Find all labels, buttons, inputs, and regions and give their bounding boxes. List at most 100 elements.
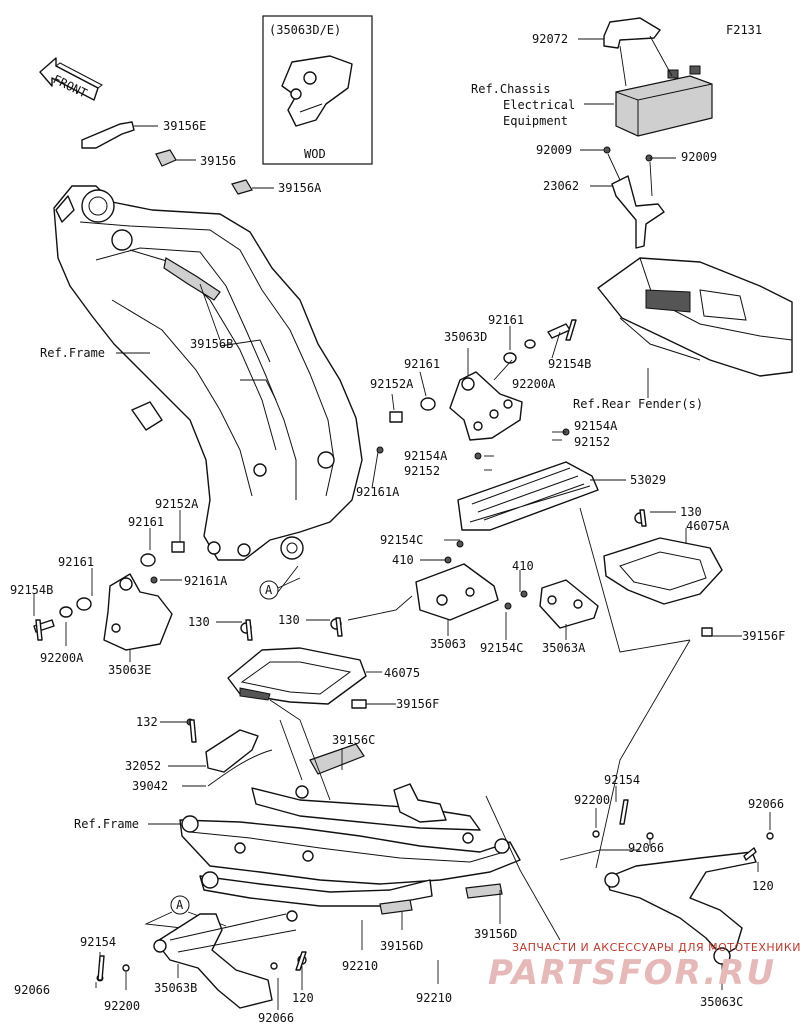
label-35063D: 35063D: [444, 330, 487, 344]
callout-a-upper: A: [259, 565, 301, 600]
label-130-l1: 130: [188, 615, 210, 629]
label-ref-frame-lower: Ref.Frame: [74, 817, 139, 831]
label-130-l2: 130: [278, 613, 300, 627]
label-ref-chassis-1: Ref.Chassis: [471, 82, 550, 96]
label-ref-rear-fender: Ref.Rear Fender(s): [573, 397, 703, 411]
main-frame: [53, 185, 363, 561]
label-92009-right: 92009: [681, 150, 717, 164]
label-92154A-top: 92154A: [574, 419, 618, 433]
label-ref-frame-upper: Ref.Frame: [40, 346, 105, 360]
label-39156: 39156: [200, 154, 236, 168]
label-92161-left2: 92161: [58, 555, 94, 569]
label-410-right: 410: [512, 559, 534, 573]
battery-case: [603, 17, 713, 137]
label-39156A: 39156A: [278, 181, 322, 195]
leader-lines: [33, 38, 771, 1010]
label-23062: 23062: [543, 179, 579, 193]
label-ref-chassis-2: Electrical: [503, 98, 575, 112]
label-92161-top: 92161: [488, 313, 524, 327]
label-92200A-left: 92200A: [40, 651, 84, 665]
part-39156-shape: [155, 149, 177, 167]
label-92154B-right: 92154B: [548, 357, 591, 371]
svg-text:A: A: [176, 898, 184, 912]
label-92161-left1: 92161: [128, 515, 164, 529]
label-410-left: 410: [392, 553, 414, 567]
label-92154C-top: 92154C: [380, 533, 423, 547]
label-92066-right1: 92066: [748, 797, 784, 811]
bracket-35063D: [376, 323, 571, 454]
label-92161A-mid: 92161A: [356, 485, 400, 499]
label-92066-left: 92066: [14, 983, 50, 997]
heel-guard-46075: [227, 618, 367, 709]
label-35063C: 35063C: [700, 995, 743, 1009]
heel-guard-46075A: [603, 512, 723, 637]
part-39156E-shape: [81, 121, 135, 149]
label-35063A: 35063A: [542, 641, 586, 655]
label-92154-right: 92154: [604, 773, 640, 787]
label-39156F-mid: 39156F: [396, 697, 439, 711]
part-39156B-shape: [163, 257, 221, 301]
part-39156A-shape: [231, 179, 253, 195]
label-130-right: 130: [680, 505, 702, 519]
watermark-line2: PARTSFOR.RU: [488, 953, 776, 993]
label-92161A-left: 92161A: [184, 574, 228, 588]
bracket-35063C: [592, 830, 774, 965]
bolt-icons: [35, 319, 757, 981]
bracket-32052: [186, 718, 273, 787]
label-92154B-left: 92154B: [10, 583, 53, 597]
figure-code: F2131: [726, 23, 762, 37]
callout-a-lower: A: [144, 895, 227, 931]
step-53029: [457, 428, 599, 531]
front-arrow-icon: FRONT: [39, 57, 103, 101]
label-92152A-mid: 92152A: [370, 377, 414, 391]
label-35063B: 35063B: [154, 981, 197, 995]
label-92200A-right: 92200A: [512, 377, 556, 391]
label-120-left: 120: [292, 991, 314, 1005]
label-39156C: 39156C: [332, 733, 375, 747]
svg-text:A: A: [265, 583, 273, 597]
bracket-23062: [603, 146, 665, 249]
bracket-35063B: [96, 910, 307, 1009]
label-92009-left: 92009: [536, 143, 572, 157]
label-92072: 92072: [532, 32, 568, 46]
bracket-35063A: [504, 579, 599, 629]
label-92152A-left: 92152A: [155, 497, 199, 511]
label-92154C-mid: 92154C: [480, 641, 523, 655]
label-92200-left: 92200: [104, 999, 140, 1013]
label-46075A: 46075A: [686, 519, 730, 533]
label-92066-bot: 92066: [258, 1011, 294, 1025]
sub-frame: [179, 743, 521, 915]
label-39156D-right: 39156D: [474, 927, 517, 941]
bracket-35063: [415, 540, 499, 621]
label-92154-left: 92154: [80, 935, 116, 949]
labels: 39156E 39156 39156A 39156B Ref.Frame 920…: [10, 32, 785, 1025]
label-39156B: 39156B: [190, 337, 233, 351]
label-ref-chassis-3: Equipment: [503, 114, 568, 128]
label-92066-right2: 92066: [628, 841, 664, 855]
inset-box: (35063D/E) WOD: [262, 15, 373, 165]
label-39042: 39042: [132, 779, 168, 793]
watermark-line1: ЗАПЧАСТИ И АКСЕССУАРЫ ДЛЯ МОТОТЕХНИКИ: [512, 941, 800, 954]
label-39156E: 39156E: [163, 119, 206, 133]
label-35063E: 35063E: [108, 663, 151, 677]
label-92154A-mid: 92154A: [404, 449, 448, 463]
label-35063: 35063: [430, 637, 466, 651]
label-46075: 46075: [384, 666, 420, 680]
label-39156D-mid: 39156D: [380, 939, 423, 953]
label-32052: 32052: [125, 759, 161, 773]
label-92152-mid: 92152: [404, 464, 440, 478]
inset-note: WOD: [304, 147, 326, 161]
label-120-right: 120: [752, 879, 774, 893]
label-92161-mid: 92161: [404, 357, 440, 371]
label-92210-mid: 92210: [342, 959, 378, 973]
label-53029: 53029: [630, 473, 666, 487]
watermark: ЗАПЧАСТИ И АКСЕССУАРЫ ДЛЯ МОТОТЕХНИКИ PA…: [488, 941, 800, 993]
label-132: 132: [136, 715, 158, 729]
label-92152-top: 92152: [574, 435, 610, 449]
bracket-35063E: [33, 541, 185, 651]
label-92200-right: 92200: [574, 793, 610, 807]
rear-fender: [597, 257, 793, 377]
label-92210-bot: 92210: [416, 991, 452, 1005]
